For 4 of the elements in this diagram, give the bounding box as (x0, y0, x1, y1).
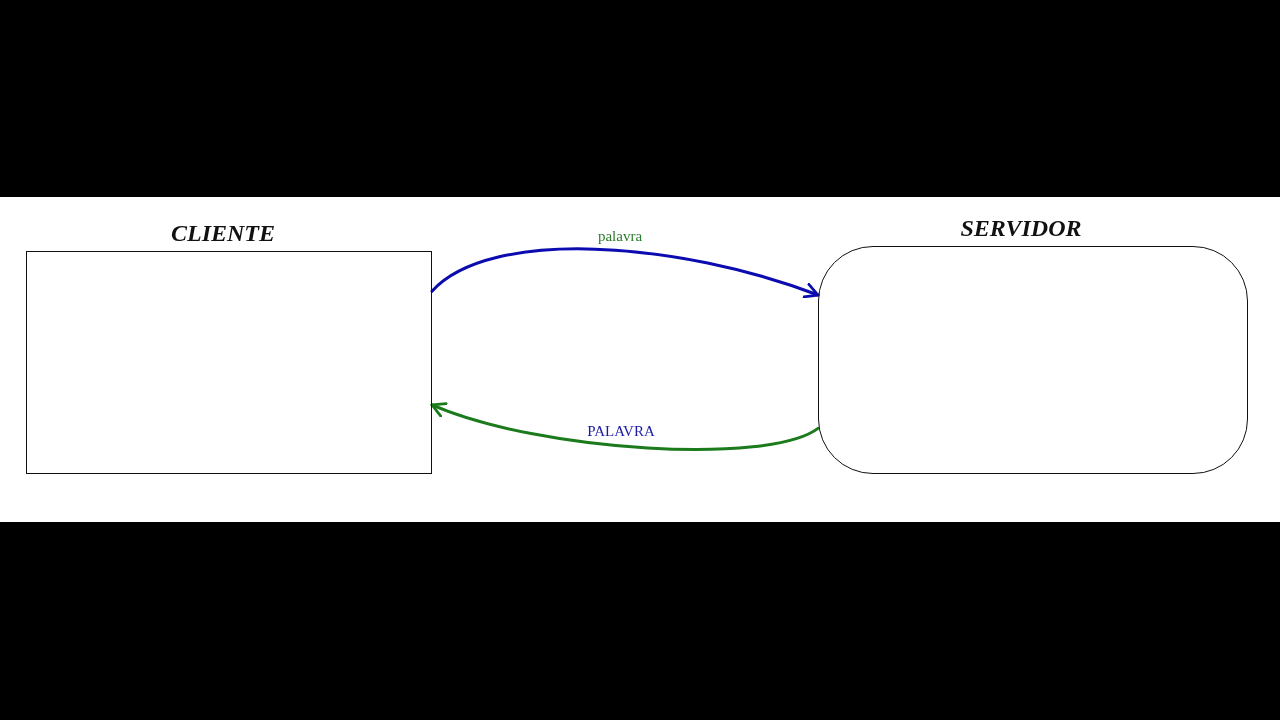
arrow (430, 247, 820, 299)
box-heading: SERVIDOR (960, 214, 1082, 243)
arrow (430, 401, 820, 451)
box-heading: CLIENTE (171, 219, 275, 248)
